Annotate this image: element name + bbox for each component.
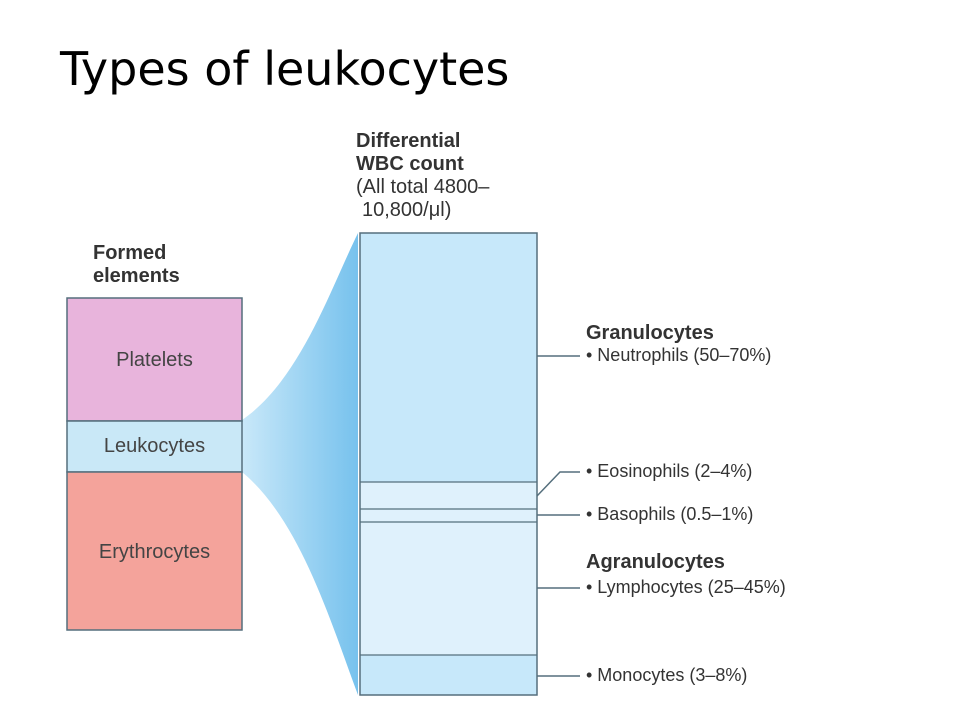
leukocytes-label: Leukocytes (103, 435, 206, 457)
expansion-fan (242, 233, 358, 695)
page-title: Types of leukocytes (60, 42, 510, 96)
erythrocytes-block (66, 471, 243, 631)
neutrophils-label: • Neutrophils (50–70%) (586, 345, 772, 365)
erythrocytes-label: Erythrocytes (98, 541, 211, 563)
differential-heading: Differential WBC count (All total 4800– … (356, 130, 490, 221)
monocytes-label: • Monocytes (3–8%) (586, 665, 748, 685)
neutrophils-segment (360, 233, 537, 482)
granulocytes-heading: Granulocytes (586, 322, 714, 344)
formed-elements-heading: Formed elements (93, 242, 180, 287)
monocytes-segment (360, 655, 537, 695)
wbc-bar-outline (359, 232, 538, 696)
lymphocytes-segment (360, 522, 537, 655)
basophils-segment (360, 509, 537, 522)
lymphocytes-label: • Lymphocytes (25–45%) (586, 577, 786, 597)
eosinophils-leader (536, 471, 580, 497)
agranulocytes-heading: Agranulocytes (586, 551, 725, 573)
eosinophils-label: • Eosinophils (2–4%) (586, 461, 753, 481)
platelets-label: Platelets (116, 349, 193, 371)
basophils-label: • Basophils (0.5–1%) (586, 504, 754, 524)
platelets-block (66, 297, 243, 422)
eosinophils-segment (360, 482, 537, 509)
